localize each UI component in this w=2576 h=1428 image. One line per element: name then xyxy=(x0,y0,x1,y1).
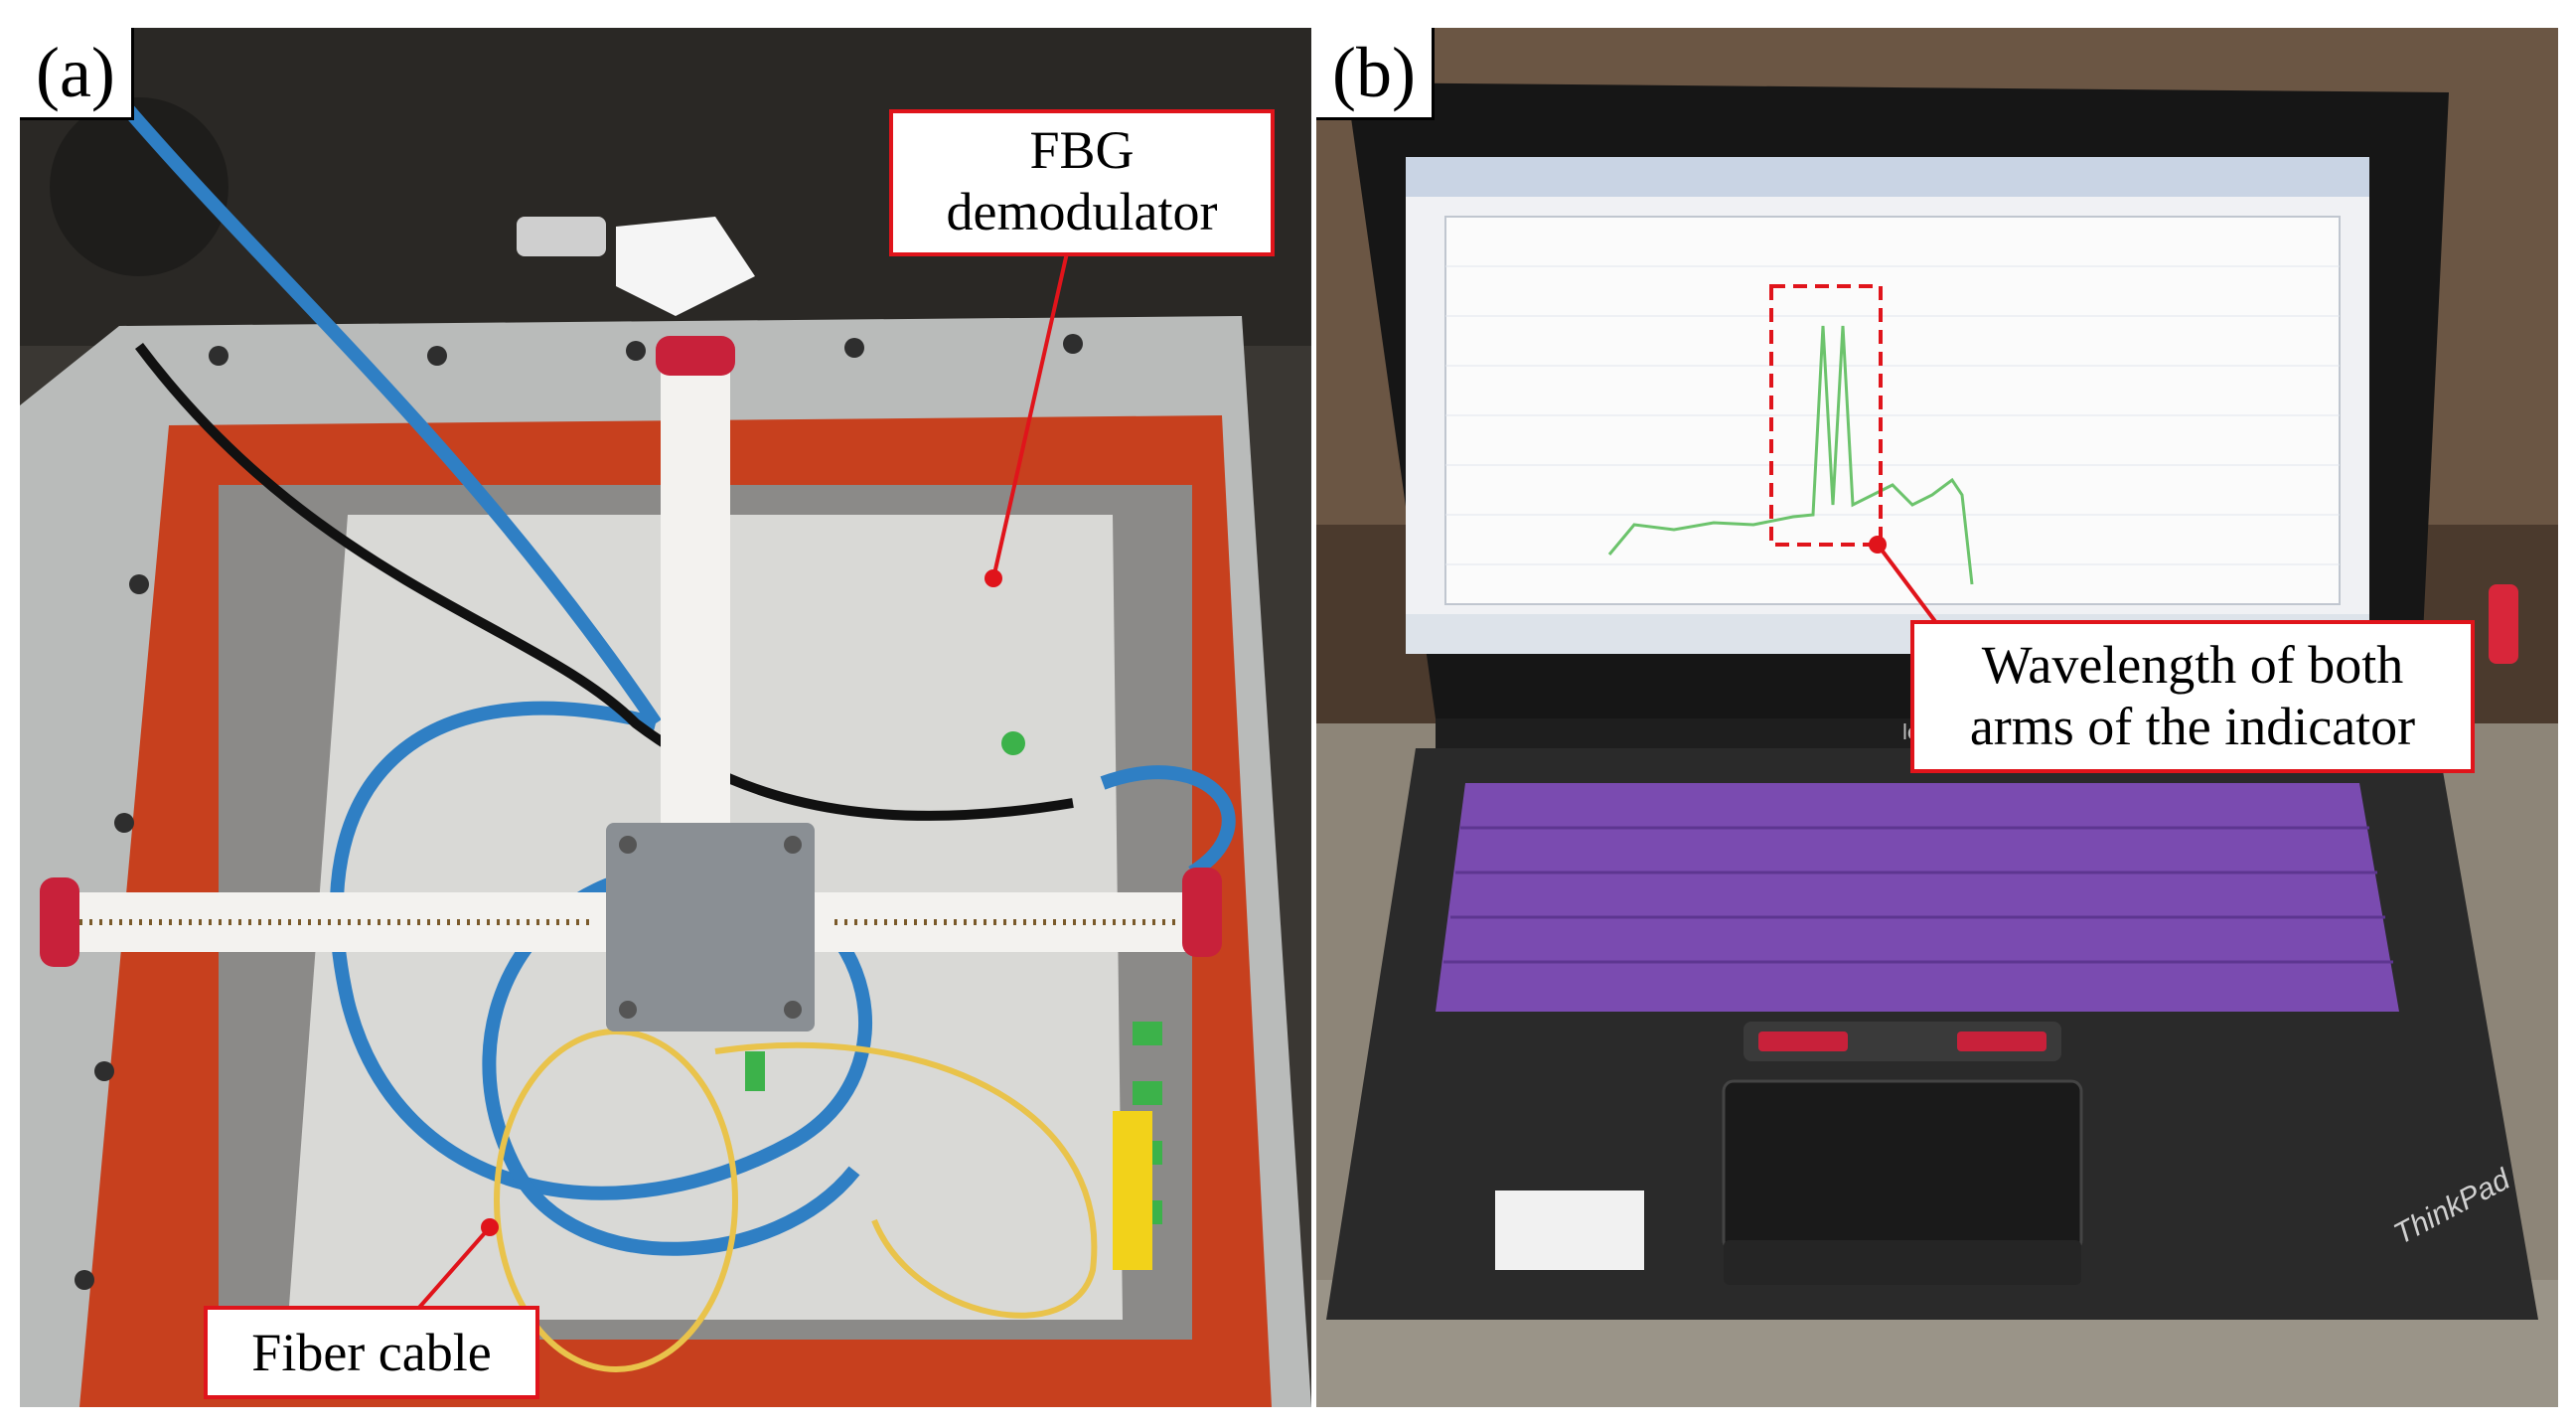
callout-fiber-line1: Fiber cable xyxy=(251,1323,492,1382)
panel-b-label: (b) xyxy=(1316,28,1435,120)
callout-wavelength-line1: Wavelength of both xyxy=(1981,635,2404,695)
black-cable xyxy=(135,342,1074,821)
callout-fbg-line2: demodulator xyxy=(946,182,1218,241)
callout-wavelength-line2: arms of the indicator xyxy=(1969,697,2416,756)
panel-a-photo: (a) xyxy=(20,28,1311,1407)
callout-fbg-line1: FBG xyxy=(1029,120,1135,180)
callout-fbg-demodulator: FBG demodulator xyxy=(889,109,1275,256)
spectrum-trace xyxy=(1607,325,1974,585)
touchpad xyxy=(1722,1079,2083,1252)
indicator-vertical-arm xyxy=(661,356,730,853)
callout-wavelength: Wavelength of both arms of the indicator xyxy=(1910,620,2475,773)
panel-a-label: (a) xyxy=(20,28,134,120)
enclosure-photo-illustration xyxy=(20,28,1311,1407)
peak-highlight-box xyxy=(1769,284,1883,547)
junction-box xyxy=(606,823,815,1031)
keyboard-cover xyxy=(1436,783,2399,1012)
callout-fiber-cable: Fiber cable xyxy=(204,1306,539,1399)
frame-bolt-holes xyxy=(75,334,1083,1290)
